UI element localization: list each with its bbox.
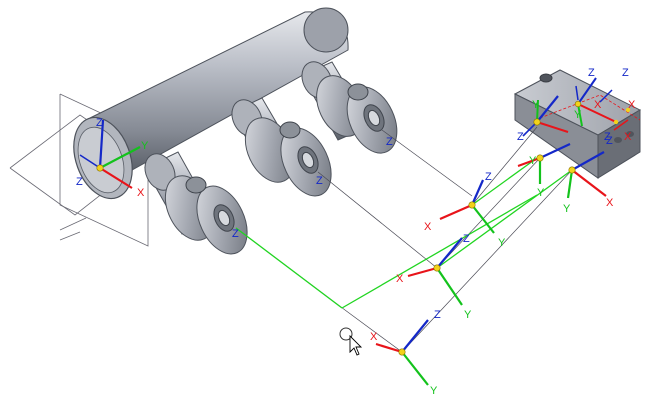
- z-label: Z: [76, 176, 83, 188]
- y-label: Y: [430, 385, 438, 397]
- branch-pipe-3[interactable]: [296, 57, 406, 161]
- z-label: Z: [386, 136, 393, 148]
- branch-pipe-2[interactable]: [226, 95, 341, 204]
- y-label: Y: [464, 309, 472, 321]
- z-label: Z: [588, 67, 595, 79]
- y-label: Y: [537, 187, 545, 199]
- z-label: Z: [485, 171, 492, 183]
- branch-pipe-1[interactable]: [139, 149, 257, 262]
- z-label: Z: [622, 67, 629, 79]
- z-label: Z: [606, 135, 613, 147]
- x-label: X: [137, 187, 145, 199]
- construction-lines: [235, 126, 573, 353]
- y-label: Y: [529, 155, 537, 167]
- coordinate-triad-pipe-end[interactable]: Z Y X Z: [76, 117, 149, 199]
- z-label: Z: [96, 117, 103, 129]
- coordinate-triad-block-1[interactable]: Z Y: [517, 95, 569, 143]
- coordinate-triad-block-2[interactable]: Y Y Y: [517, 109, 582, 199]
- route-path[interactable]: [235, 157, 573, 309]
- coordinate-triad-block-3[interactable]: Z Y X: [563, 135, 614, 215]
- coordinate-triad-middle[interactable]: Z Y X: [396, 233, 472, 321]
- coordinate-triad-lower[interactable]: Z Y X: [370, 309, 441, 397]
- z-label: Z: [463, 233, 470, 245]
- y-label: Y: [563, 203, 571, 215]
- x-label: X: [624, 131, 632, 143]
- block-axis-markers: [575, 85, 631, 131]
- x-label: X: [424, 221, 432, 233]
- pointer-arrow-with-circle-icon: [339, 327, 363, 356]
- coordinate-triad-upper[interactable]: Z Y X: [424, 171, 506, 249]
- flange-z-labels: Z Z Z: [232, 136, 393, 240]
- x-label: X: [594, 99, 602, 111]
- x-label: X: [370, 331, 378, 343]
- x-label: X: [606, 197, 614, 209]
- z-label: Z: [604, 131, 611, 143]
- y-label: Y: [498, 237, 506, 249]
- z-label: Z: [434, 309, 441, 321]
- y-label: Y: [532, 99, 540, 111]
- y-label: Y: [141, 140, 149, 152]
- z-label: Z: [232, 228, 239, 240]
- z-label: Z: [517, 131, 524, 143]
- z-label: Z: [316, 175, 323, 187]
- y-label: Y: [574, 109, 582, 121]
- x-label: X: [396, 273, 404, 285]
- x-label: X: [628, 99, 636, 111]
- coordinate-triad-block-4[interactable]: Z Z X X Z X: [574, 67, 636, 143]
